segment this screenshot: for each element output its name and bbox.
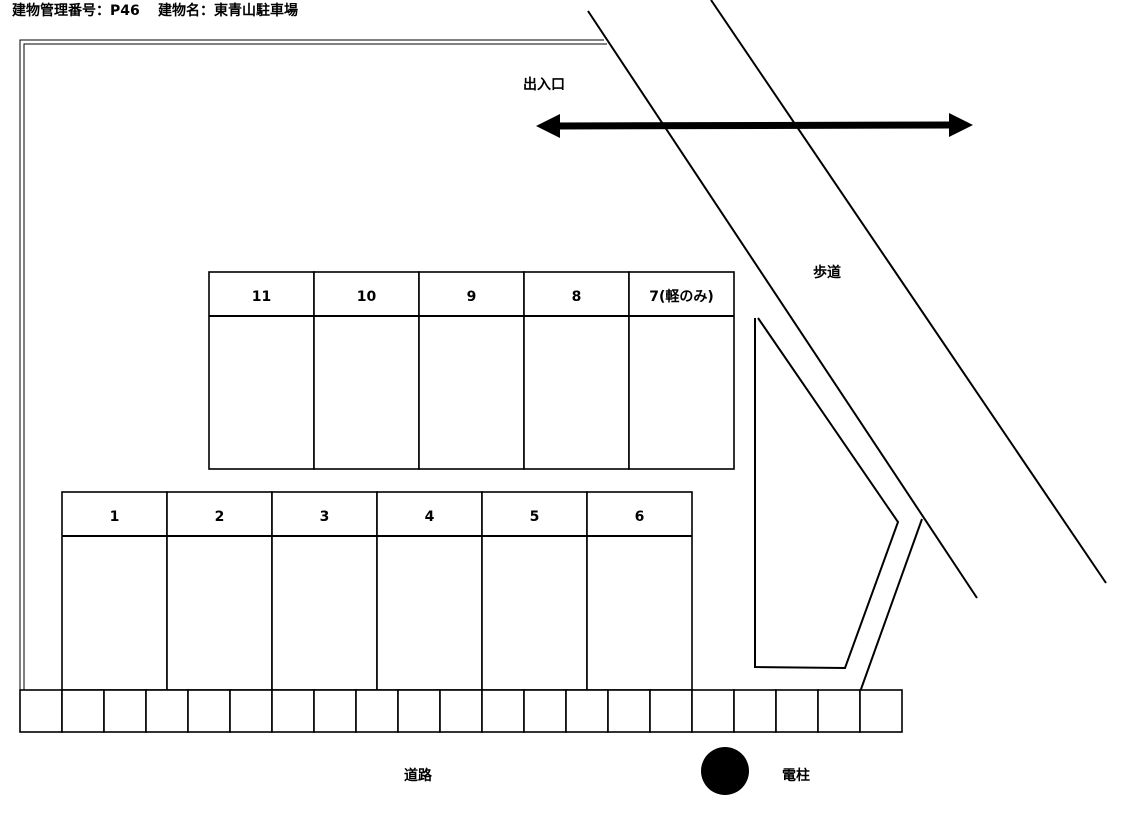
road-block [187,689,231,733]
lot-edge-right [859,518,923,693]
road-block [859,689,903,733]
sidewalk-label: 歩道 [813,264,841,281]
parking-space-number: 10 [357,289,377,305]
parking-space-2: 2 [166,491,273,691]
parking-space-number: 9 [467,289,477,305]
sidewalk-edge-outer [710,0,1107,584]
road-block [775,689,819,733]
road-block [691,689,735,733]
road-block [649,689,693,733]
building-id-label: 建物管理番号：P46 [12,2,140,19]
parking-space-outline [586,491,693,691]
sidewalk-edge-inner [587,10,978,599]
road-block [481,689,525,733]
parking-space-7: 7(軽のみ) [628,271,735,470]
parking-space-number: 4 [425,509,435,525]
parking-space-outline [376,491,483,691]
parking-space-number: 6 [635,509,645,525]
parking-space-number: 5 [530,509,540,525]
parking-space-8: 8 [523,271,630,470]
road-block [355,689,399,733]
lot-boundary-outer [19,39,604,690]
road-block [733,689,777,733]
parking-space-outline [481,491,588,691]
road-block [439,689,483,733]
road-block [229,689,273,733]
island-outline [754,317,900,670]
parking-space-5: 5 [481,491,588,691]
building-name-label: 建物名：東青山駐車場 [158,2,298,19]
road-block [817,689,861,733]
road-label: 道路 [404,767,433,784]
parking-space-6: 6 [586,491,693,691]
parking-space-9: 9 [418,271,525,470]
parking-space-1: 1 [61,491,168,691]
road-block [607,689,651,733]
parking-space-number: 3 [320,509,330,525]
road-block [145,689,189,733]
parking-space-number: 11 [252,289,271,305]
parking-space-3: 3 [271,491,378,691]
entrance-arrow [536,113,973,138]
parking-space-outline [61,491,168,691]
parking-space-number: 2 [215,509,225,525]
road-block [61,689,105,733]
parking-space-number: 8 [572,289,582,305]
road-block [397,689,441,733]
parking-space-outline [166,491,273,691]
parking-space-11: 11 [208,271,315,470]
road-block [523,689,567,733]
road-block [19,689,63,733]
road-block [271,689,315,733]
entrance-label: 出入口 [523,76,565,93]
parking-space-number: 7(軽のみ) [649,288,714,305]
utility-pole-icon [701,747,749,795]
parking-space-outline [418,271,525,470]
road-block [313,689,357,733]
parking-space-number: 1 [110,509,120,525]
road-curb-blocks [19,689,903,733]
lot-boundary-inner [23,43,607,690]
utility-pole-label: 電柱 [782,767,810,784]
parking-space-10: 10 [313,271,420,470]
parking-row-lower: 1 2 3 4 5 6 [61,491,693,691]
parking-space-outline [628,271,735,470]
parking-space-4: 4 [376,491,483,691]
road-block [565,689,609,733]
road-block [103,689,147,733]
parking-row-upper: 11 10 9 8 7(軽のみ) [208,271,735,470]
parking-space-outline [208,271,315,470]
